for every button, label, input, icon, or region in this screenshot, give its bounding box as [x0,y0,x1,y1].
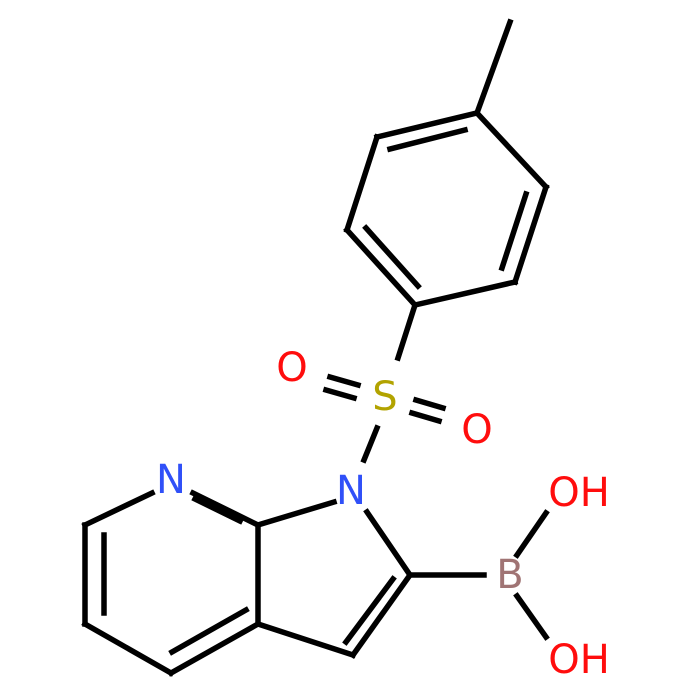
bond-b-oh1 [513,509,550,559]
bond-ring-e [511,183,550,286]
atom-s: S [372,374,397,420]
bond-s-o1-a [326,373,362,389]
atom-o1: O [276,345,307,391]
bond-s-o2-a [412,396,447,412]
bond-ring-f [473,109,550,191]
bond-n-c2 [363,508,414,579]
bond-s-n [360,424,381,464]
bond-c4-c3a [167,620,262,677]
bond-c7a-npy-inner [191,495,244,525]
bond-s-o1-b [322,386,358,402]
bond-c2-c3 [349,571,414,659]
bond-c3-c3a [254,620,357,659]
atom-n-pyrrole: N [336,468,366,514]
bond-c5-c4 [81,620,175,677]
bonds [81,18,550,677]
atom-b: B [496,552,523,598]
bond-ring-inner-2 [362,224,422,290]
bond-npy-c6 [81,489,156,529]
atom-oh-1: OH [548,470,610,516]
bond-c4-c3a-inner [168,606,250,656]
bond-ring-inner-3 [498,190,530,272]
bond-methyl [473,18,514,117]
bond-b-oh2 [513,592,550,641]
bond-ring-c [343,226,419,309]
bond-ring-inner-1 [386,126,469,153]
atom-n-pyridine: N [156,457,186,503]
bond-n-c7a [254,498,338,529]
bond-c7a-npy [189,489,262,529]
bond-ring-a [373,109,481,141]
atom-labels: O S O N N OH B OH [156,345,610,683]
atom-o2: O [461,407,492,453]
atom-oh-2: OH [548,637,610,683]
bond-s-o2-b [408,409,443,425]
bond-ring-b [343,133,381,234]
bond-ring-d [411,278,519,309]
bond-aryl-s [394,301,419,362]
bond-c2-c3-inner [342,575,397,646]
